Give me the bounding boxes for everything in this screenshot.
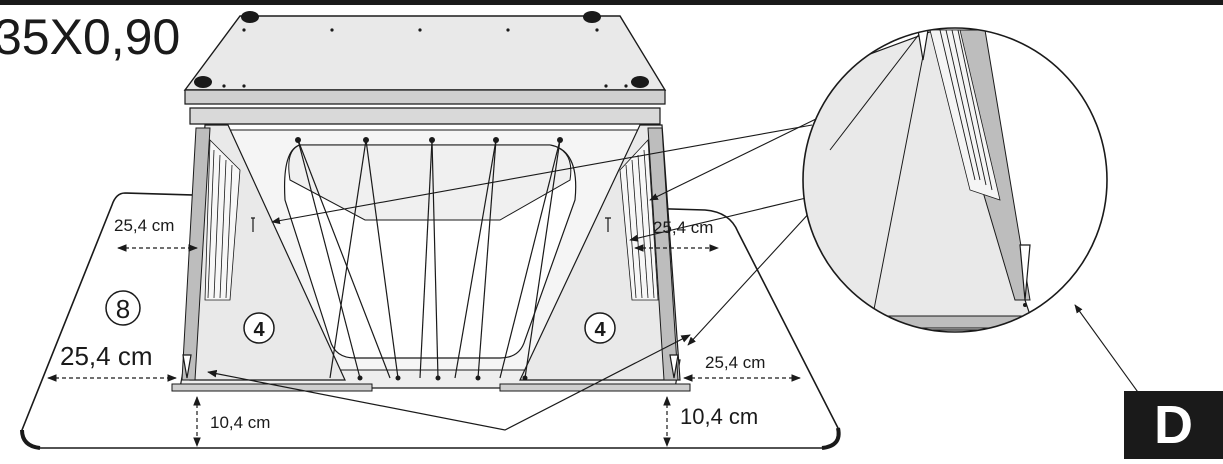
svg-text:4: 4: [253, 319, 265, 341]
board-edge-shade-right: [821, 427, 841, 450]
string-lines: [297, 139, 561, 379]
left-panel-edge: [181, 127, 211, 381]
left-frame-strings: [207, 149, 233, 299]
top-border: [0, 0, 1223, 5]
measure-bottom-left-v: 10,4 cm: [210, 413, 270, 432]
cabinet-feet: [194, 11, 649, 88]
measure-top-right: 25,4 cm: [653, 218, 713, 237]
right-panel-edge: [647, 127, 679, 381]
cabinet-top-edge: [184, 89, 666, 105]
measure-mid-left: 25,4 cm: [60, 341, 153, 371]
measure-bottom-right-v: 10,4 cm: [680, 404, 758, 429]
shelf-edge-right: [499, 383, 691, 392]
part-4-marker-left: 4: [243, 312, 275, 344]
string-anchors: [295, 137, 563, 381]
board-edge-shade: [20, 429, 41, 450]
measure-top-left: 25,4 cm: [114, 216, 174, 235]
part-8-marker: 8: [105, 290, 141, 326]
measure-bottom-right-h: 25,4 cm: [705, 353, 765, 372]
dimension-lines: [47, 244, 801, 447]
step-badge: D: [1124, 391, 1223, 459]
page-title: 35X0,90: [0, 9, 181, 65]
svg-text:8: 8: [116, 294, 130, 324]
cabinet-top: [183, 15, 667, 91]
zoom-leader-lines: [271, 117, 1141, 396]
detail-magnifier: [802, 27, 1108, 333]
cabinet-holes: [222, 28, 628, 88]
right-frame-strings: [625, 149, 655, 299]
part-4-marker-right: 4: [584, 312, 616, 344]
svg-text:4: 4: [594, 319, 606, 341]
callout-lines-bottom: [207, 334, 691, 431]
right-frame-inner: [619, 139, 659, 301]
cabinet-lower-top: [189, 107, 661, 125]
